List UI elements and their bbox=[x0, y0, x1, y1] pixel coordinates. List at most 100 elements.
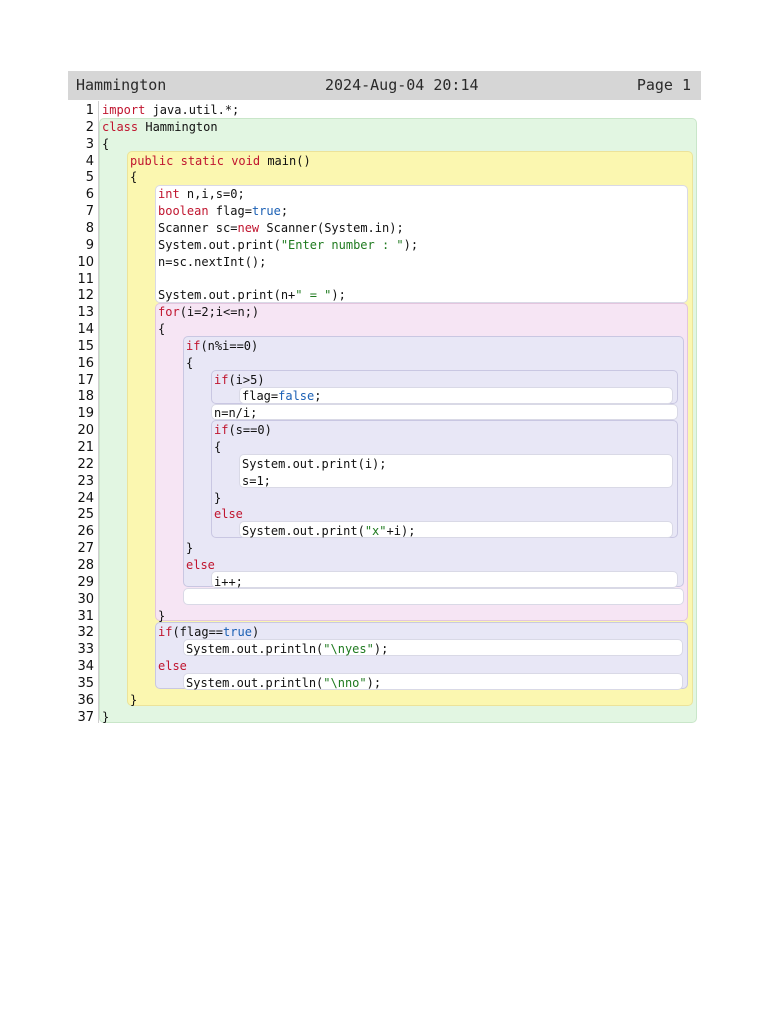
s-check-then-body bbox=[239, 454, 673, 488]
code-line: { bbox=[102, 136, 109, 153]
code-token: System.out.print(n+ bbox=[158, 288, 296, 303]
line-number: 28 bbox=[77, 557, 94, 573]
keyword-token: import bbox=[102, 103, 146, 117]
line-number: 8 bbox=[85, 220, 94, 236]
code-line: } bbox=[158, 608, 165, 625]
code-line: { bbox=[214, 439, 221, 456]
code-token: flag= bbox=[242, 389, 279, 404]
code-line: System.out.println("\nno"); bbox=[186, 675, 381, 692]
document-title: Hammington bbox=[76, 76, 167, 94]
code-line: { bbox=[186, 355, 193, 372]
code-token: } bbox=[102, 709, 110, 724]
code-token: { bbox=[102, 136, 110, 151]
code-token: ); bbox=[403, 237, 419, 252]
line-number: 6 bbox=[85, 187, 94, 203]
line-number: 25 bbox=[77, 507, 94, 523]
else-increment-body bbox=[211, 571, 678, 588]
code-line: } bbox=[130, 692, 137, 709]
line-number: 36 bbox=[77, 692, 94, 708]
code-line: int n,i,s=0; bbox=[158, 186, 245, 203]
code-line: if(n%i==0) bbox=[186, 338, 258, 355]
line-number: 15 bbox=[77, 338, 94, 354]
line-number: 3 bbox=[85, 136, 94, 152]
line-number: 13 bbox=[77, 305, 94, 321]
keyword-token: new bbox=[237, 220, 260, 235]
code-token: { bbox=[158, 322, 166, 337]
code-line: else bbox=[214, 506, 243, 523]
string-token: " = " bbox=[295, 288, 332, 303]
result-no-body bbox=[183, 673, 683, 690]
code-token: (i=2;i<=n;) bbox=[179, 305, 260, 320]
line-number: 24 bbox=[77, 490, 94, 506]
code-token: (n%i==0) bbox=[200, 338, 259, 353]
code-line: class Hammington bbox=[102, 119, 218, 136]
code-line: s=1; bbox=[242, 473, 271, 490]
keyword-token: for bbox=[158, 305, 180, 320]
code-token: { bbox=[214, 440, 222, 454]
code-line: public static void main() bbox=[130, 153, 311, 170]
string-token: "x" bbox=[364, 524, 387, 539]
code-line: System.out.print("Enter number : "); bbox=[158, 237, 418, 254]
line-number-gutter-divider bbox=[98, 101, 99, 723]
code-token: ); bbox=[373, 642, 389, 657]
code-token: } bbox=[186, 541, 194, 556]
code-line: import java.util.*; bbox=[102, 102, 239, 119]
line-number: 31 bbox=[77, 608, 94, 624]
code-token: Scanner(System.in); bbox=[259, 220, 404, 235]
string-token: "\nyes" bbox=[323, 642, 374, 657]
keyword-token: else bbox=[158, 659, 187, 674]
line-number: 35 bbox=[77, 675, 94, 691]
code-token: } bbox=[214, 490, 222, 505]
code-line: } bbox=[186, 540, 193, 557]
code-line: Scanner sc=new Scanner(System.in); bbox=[158, 220, 404, 237]
line-number: 19 bbox=[77, 406, 94, 422]
code-line: n=n/i; bbox=[214, 405, 257, 422]
print-timestamp: 2024-Aug-04 20:14 bbox=[325, 76, 479, 94]
s-check-else-body bbox=[239, 521, 673, 538]
literal-token: true bbox=[251, 204, 281, 219]
line-number: 9 bbox=[85, 237, 94, 253]
code-line: { bbox=[158, 321, 165, 338]
empty-line-block bbox=[183, 588, 684, 605]
line-number: 26 bbox=[77, 524, 94, 540]
declarations-block bbox=[155, 185, 688, 303]
code-token: (s==0) bbox=[228, 423, 272, 438]
code-token: (flag== bbox=[172, 625, 224, 640]
keyword-token: if bbox=[214, 372, 229, 387]
line-number: 7 bbox=[85, 204, 94, 220]
line-number: 2 bbox=[85, 119, 94, 135]
line-number: 1 bbox=[85, 103, 94, 118]
code-token: Scanner sc= bbox=[158, 220, 238, 235]
page-header: Hammington 2024-Aug-04 20:14 Page 1 bbox=[68, 71, 701, 100]
line-number: 18 bbox=[77, 389, 94, 405]
code-token: ; bbox=[280, 204, 289, 219]
string-token: "Enter number : " bbox=[280, 237, 404, 252]
code-line: i++; bbox=[214, 574, 243, 591]
line-number: 21 bbox=[77, 440, 94, 455]
line-number: 27 bbox=[77, 541, 94, 557]
code-line: else bbox=[158, 658, 187, 675]
line-number: 30 bbox=[77, 591, 94, 607]
code-token: n=sc.nextInt(); bbox=[158, 254, 267, 269]
code-token: System.out.print(i); bbox=[242, 456, 387, 471]
code-line: if(flag==true) bbox=[158, 624, 259, 641]
code-token: flag= bbox=[208, 204, 252, 219]
literal-token: true bbox=[223, 625, 252, 640]
code-line: System.out.print(i); bbox=[242, 456, 387, 473]
code-token: n=n/i; bbox=[214, 406, 258, 421]
code-token: i++; bbox=[214, 574, 243, 589]
code-token: +i); bbox=[386, 524, 416, 539]
code-line: else bbox=[186, 557, 215, 574]
keyword-token: else bbox=[186, 557, 215, 572]
code-token: } bbox=[158, 608, 166, 623]
line-number: 32 bbox=[77, 625, 94, 641]
line-number: 4 bbox=[85, 153, 94, 169]
code-line: if(s==0) bbox=[214, 422, 272, 439]
code-token: ); bbox=[366, 675, 382, 690]
code-line: boolean flag=true; bbox=[158, 203, 288, 220]
keyword-token: public bbox=[130, 153, 174, 168]
code-token: System.out.print( bbox=[242, 524, 365, 539]
line-number: 12 bbox=[77, 288, 94, 304]
code-line: } bbox=[102, 709, 109, 726]
string-token: "\nno" bbox=[323, 675, 367, 690]
